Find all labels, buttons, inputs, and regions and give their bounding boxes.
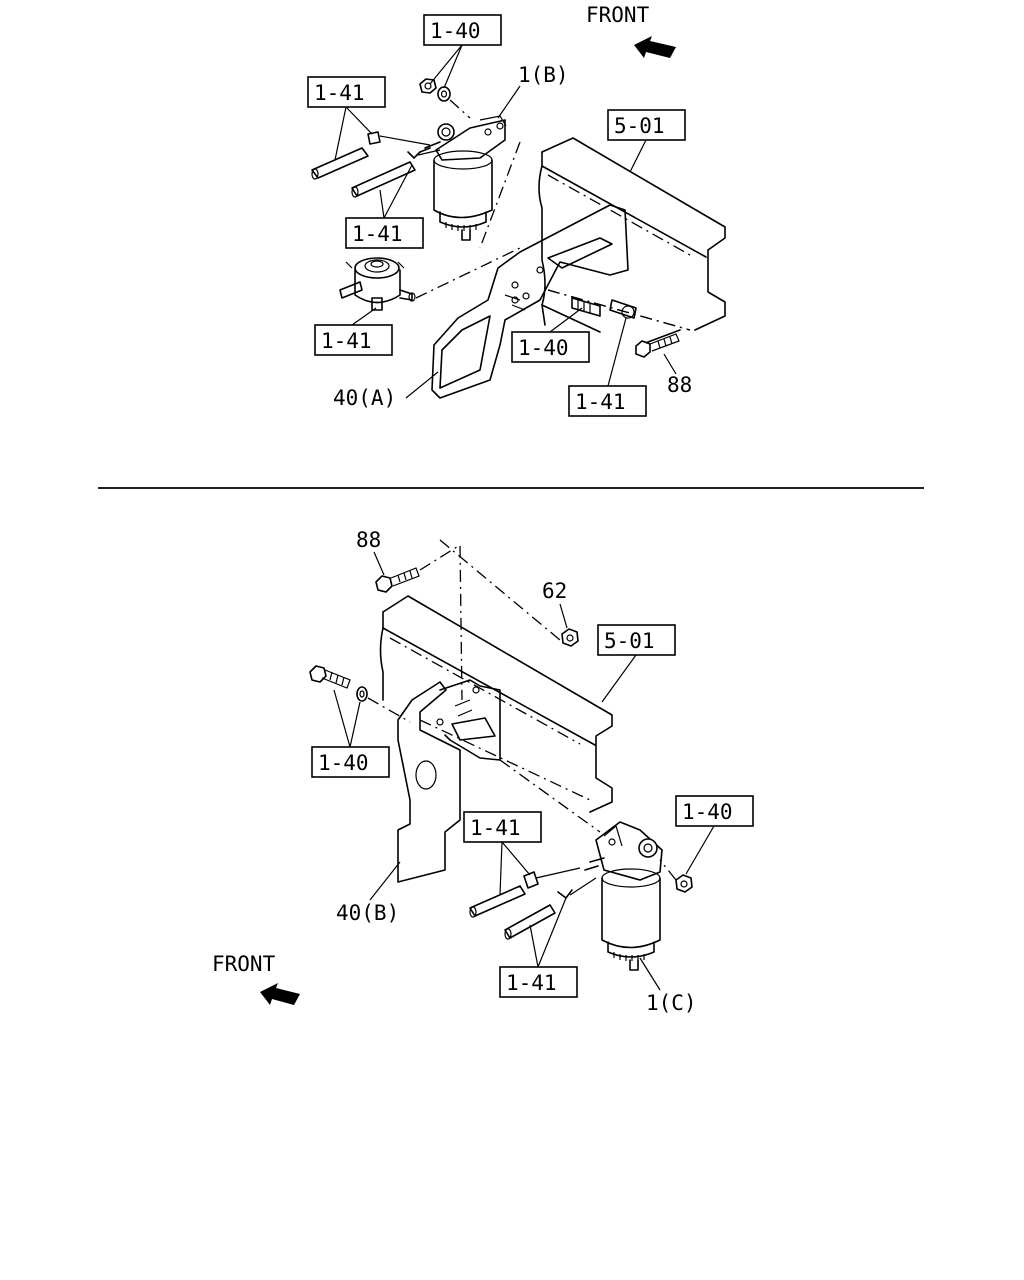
lower-bolt-washer-1-40 bbox=[309, 665, 411, 723]
lower-label-filter: 1(C) bbox=[646, 991, 697, 1015]
upper-assembly: FRONT bbox=[307, 3, 726, 417]
upper-label-filter: 1(B) bbox=[518, 63, 569, 87]
upper-front-label: FRONT bbox=[586, 3, 650, 27]
callout-label: 1-41 bbox=[314, 81, 365, 105]
upper-callout-1-40-bracket: 1-40 bbox=[511, 307, 590, 363]
lower-nut-62 bbox=[561, 628, 579, 647]
lower-fuel-filter bbox=[584, 821, 663, 971]
upper-callout-1-41-pump: 1-41 bbox=[314, 307, 393, 356]
upper-fuel-hoses bbox=[311, 131, 441, 198]
upper-label-bolt: 88 bbox=[667, 373, 692, 397]
upper-front-arrow-icon bbox=[634, 36, 676, 58]
callout-label: 5-01 bbox=[614, 114, 665, 138]
upper-callout-1-41-mid: 1-41 bbox=[345, 164, 424, 249]
callout-label: 1-41 bbox=[470, 816, 521, 840]
callout-label: 1-40 bbox=[318, 751, 369, 775]
lower-label-nut: 62 bbox=[542, 579, 567, 603]
lower-bracket-40b bbox=[397, 679, 501, 883]
callout-label: 1-41 bbox=[321, 329, 372, 353]
callout-label: 1-41 bbox=[352, 222, 403, 246]
upper-label-bracket: 40(A) bbox=[333, 386, 396, 410]
lower-assembly: 5-01 1-40 1-41 1-40 1-41 88 62 40(B) bbox=[212, 528, 754, 1015]
callout-label: 1-40 bbox=[518, 336, 569, 360]
lower-callout-1-40-left: 1-40 bbox=[311, 689, 390, 778]
lower-callout-1-41-bottom: 1-41 bbox=[499, 897, 578, 998]
upper-callout-1-40-top: 1-40 bbox=[423, 14, 502, 89]
lower-fuel-hoses bbox=[469, 867, 597, 940]
upper-callout-1-41-bolt: 1-41 bbox=[568, 317, 647, 417]
upper-fuel-filter bbox=[419, 115, 507, 241]
lower-front-arrow-icon bbox=[260, 983, 300, 1005]
lower-nut-1-40 bbox=[659, 859, 693, 893]
lower-label-bracket: 40(B) bbox=[336, 901, 399, 925]
upper-callout-5-01: 5-01 bbox=[607, 109, 686, 173]
upper-bracket-bolts bbox=[547, 289, 691, 358]
callout-label: 1-41 bbox=[575, 390, 626, 414]
lower-bolt-88 bbox=[375, 543, 463, 701]
callout-label: 5-01 bbox=[604, 629, 655, 653]
lower-callout-5-01: 5-01 bbox=[597, 624, 676, 703]
upper-priming-pump bbox=[339, 247, 521, 311]
lower-label-bolt: 88 bbox=[356, 528, 381, 552]
callout-label: 1-40 bbox=[430, 19, 481, 43]
lower-callout-1-40-right: 1-40 bbox=[675, 795, 754, 875]
lower-frame-rail bbox=[379, 539, 613, 813]
upper-bracket-40a bbox=[431, 204, 629, 399]
callout-label: 1-40 bbox=[682, 800, 733, 824]
upper-callout-1-41-left: 1-41 bbox=[307, 76, 386, 161]
lower-callout-1-41-top: 1-41 bbox=[463, 811, 542, 896]
callout-label: 1-41 bbox=[506, 971, 557, 995]
lower-front-label: FRONT bbox=[212, 952, 276, 976]
